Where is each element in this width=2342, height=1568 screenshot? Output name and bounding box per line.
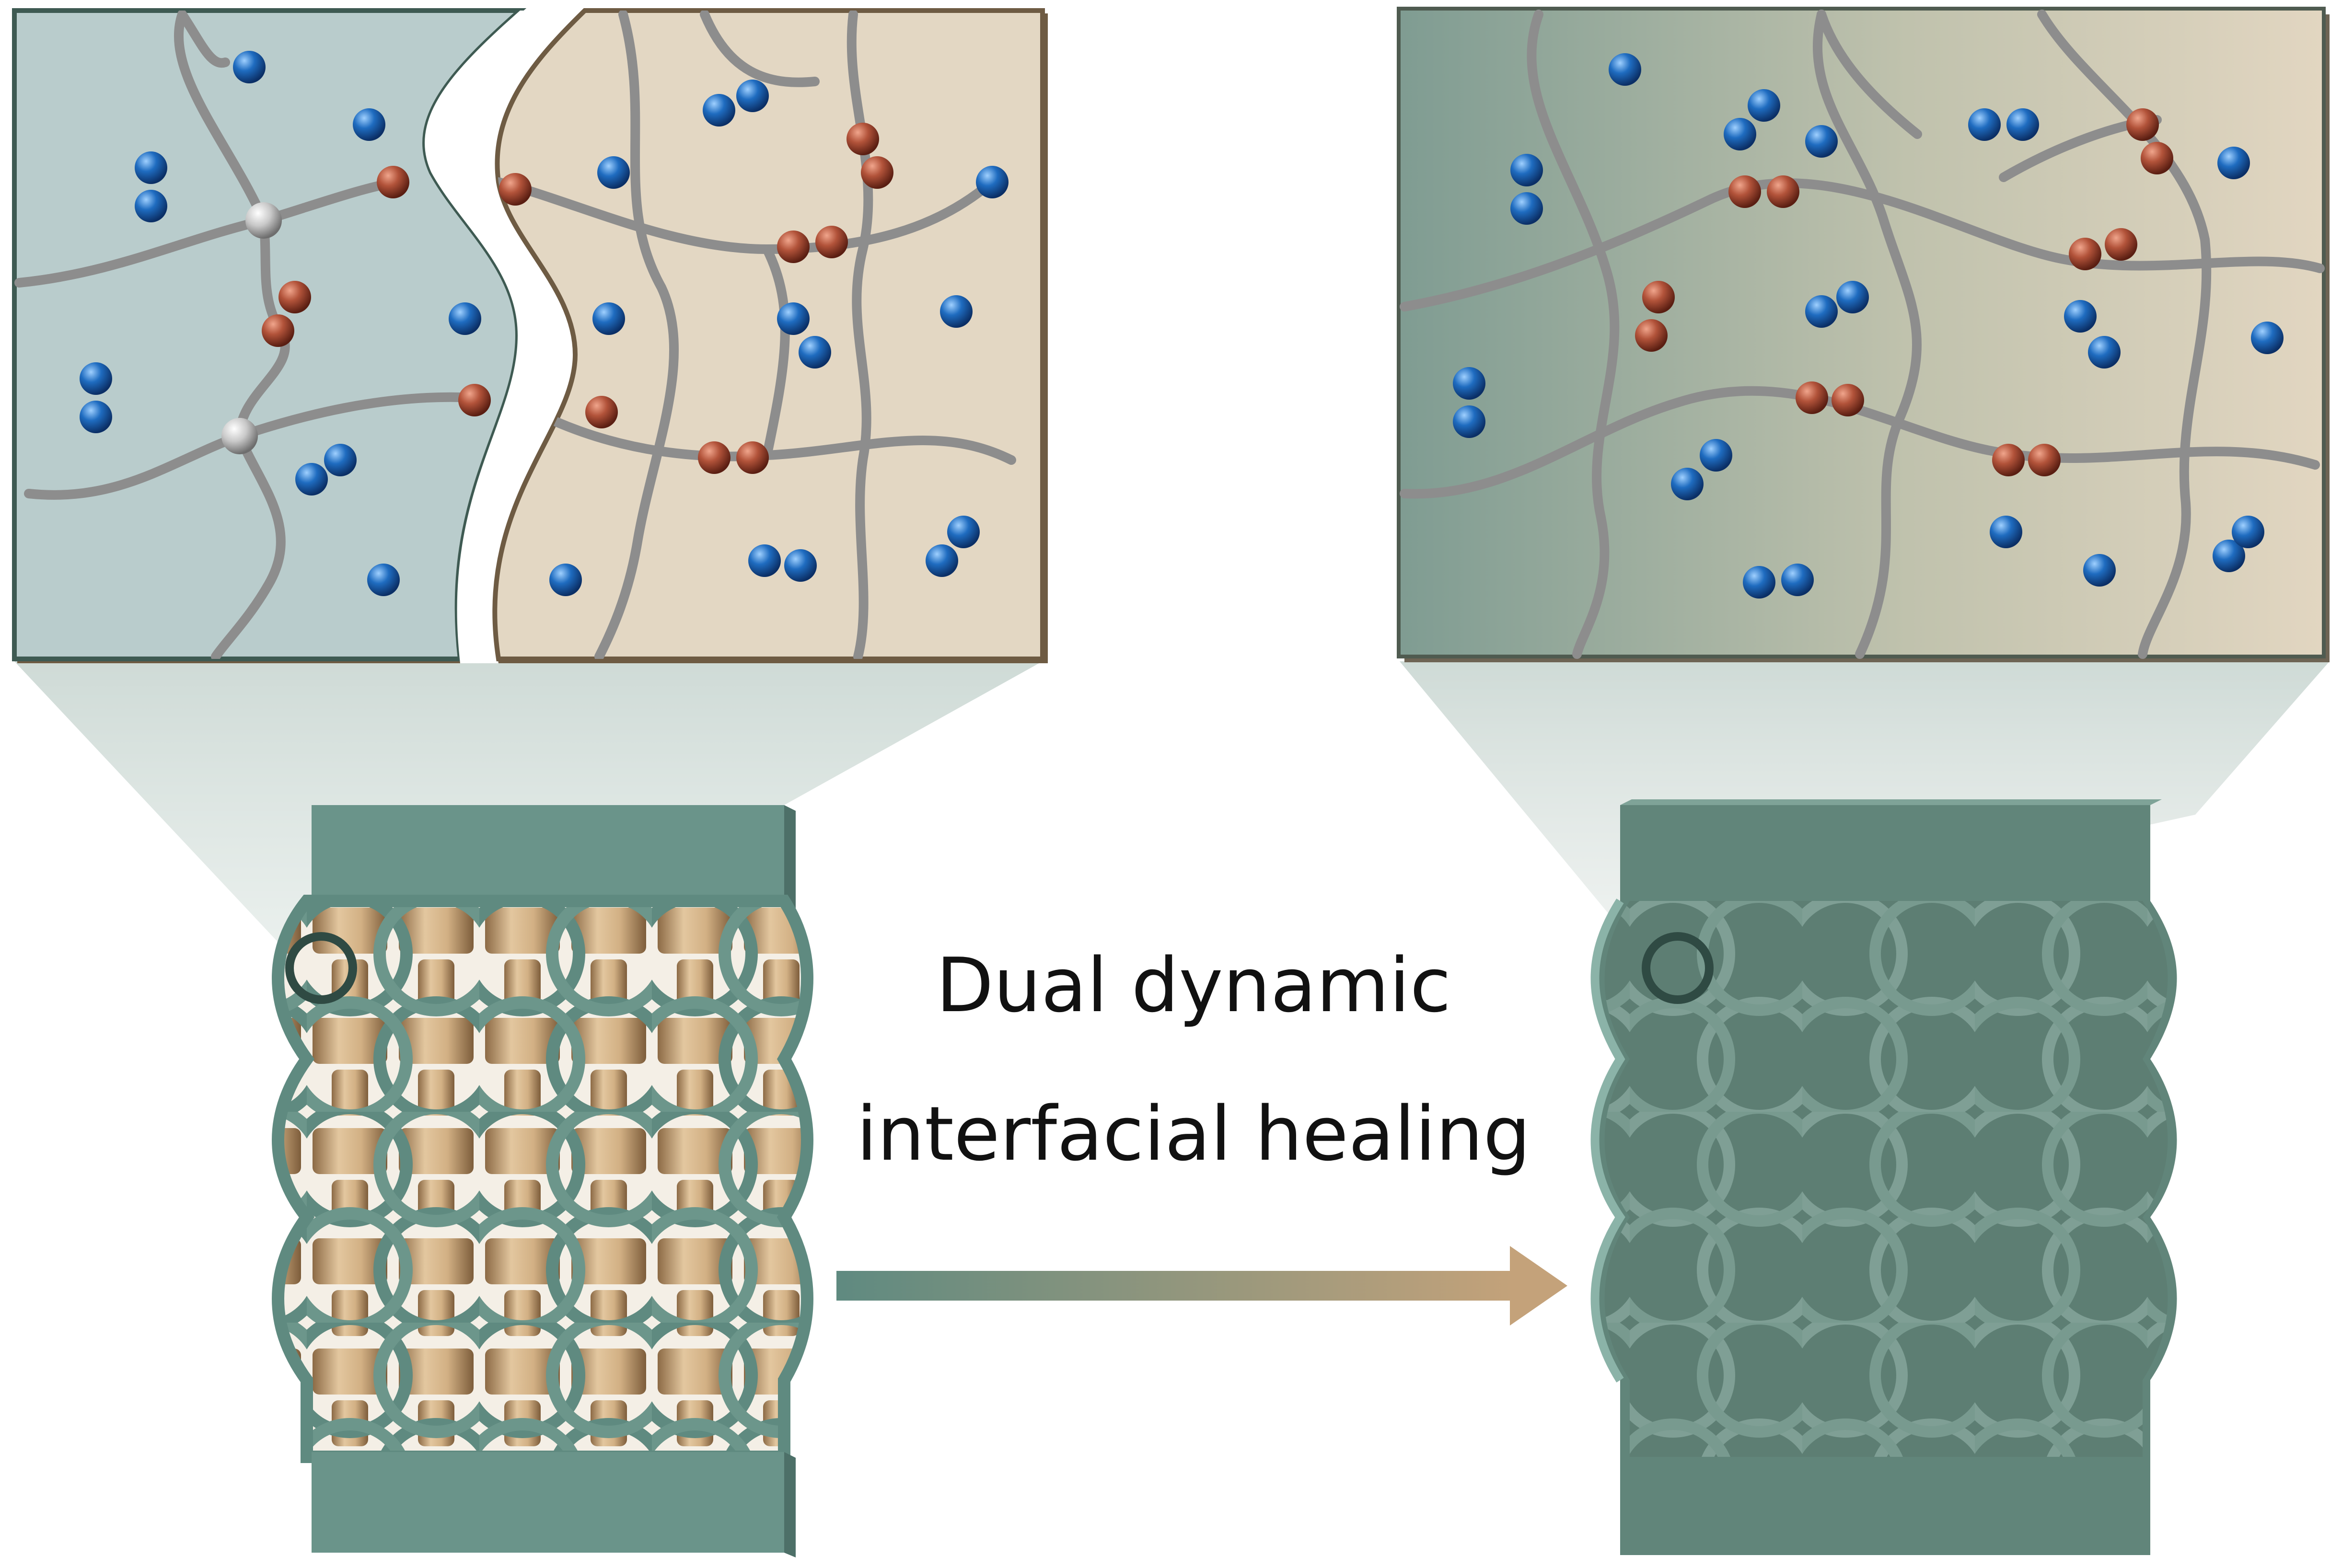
healed-network-panel — [1397, 7, 2330, 662]
crosslink-node — [245, 202, 282, 239]
zoom-marker-right — [1642, 932, 1714, 1004]
damaged-specimen — [272, 805, 813, 1557]
healing-arrow — [836, 1246, 1567, 1326]
fractured-network-panel — [12, 8, 1048, 663]
arrow-head-icon — [1510, 1246, 1567, 1326]
crack-gap — [425, 11, 585, 663]
crosslink-node — [221, 418, 258, 454]
dynamic-bonds-piece-a — [80, 51, 491, 596]
process-caption: Dual dynamic interfacial healing — [857, 942, 1531, 1177]
zoom-marker-left — [285, 932, 357, 1004]
caption-line-1: Dual dynamic — [936, 942, 1451, 1029]
caption-line-2: interfacial healing — [857, 1090, 1531, 1177]
dynamic-bonds-piece-b — [499, 80, 1009, 596]
healed-specimen — [1590, 799, 2177, 1555]
dynamic-bonds-healed — [1453, 53, 2284, 599]
